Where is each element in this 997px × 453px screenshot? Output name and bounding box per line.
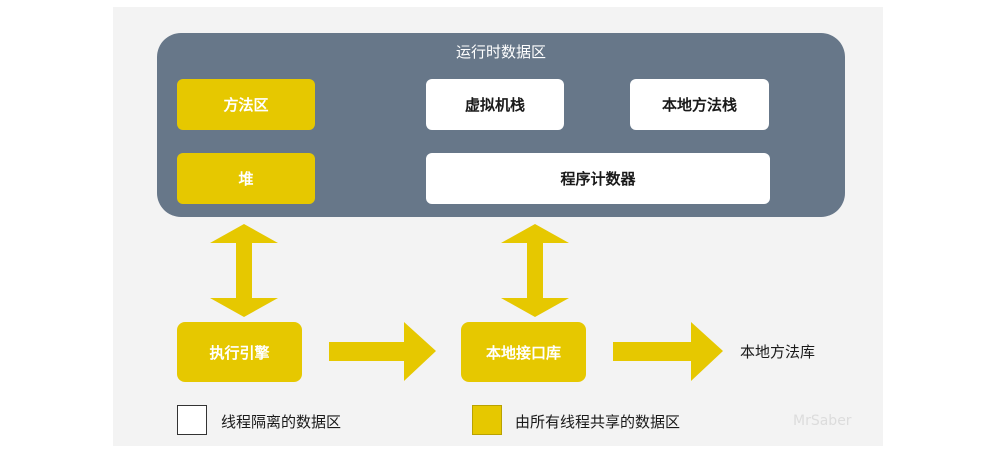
legend-swatch-shared <box>472 405 502 435</box>
execution-engine-box: 执行引擎 <box>177 322 302 382</box>
arrow-interface-to-library <box>613 322 723 381</box>
legend-label-shared: 由所有线程共享的数据区 <box>515 413 681 431</box>
native-method-stack-box: 本地方法栈 <box>630 79 769 130</box>
legend-swatch-isolated <box>177 405 207 435</box>
heap-box: 堆 <box>177 153 315 204</box>
arrow-engine-to-interface <box>329 322 436 381</box>
program-counter-box: 程序计数器 <box>426 153 770 204</box>
double-arrow-engine-runtime <box>210 224 278 317</box>
native-interface-box: 本地接口库 <box>461 322 586 382</box>
native-library-label: 本地方法库 <box>740 343 816 361</box>
watermark: MrSaber <box>793 413 852 429</box>
vm-stack-box: 虚拟机栈 <box>426 79 564 130</box>
runtime-data-area-title: 运行时数据区 <box>455 43 546 61</box>
legend-label-isolated: 线程隔离的数据区 <box>221 413 342 431</box>
double-arrow-interface-runtime <box>501 224 569 317</box>
method-area-box: 方法区 <box>177 79 315 130</box>
